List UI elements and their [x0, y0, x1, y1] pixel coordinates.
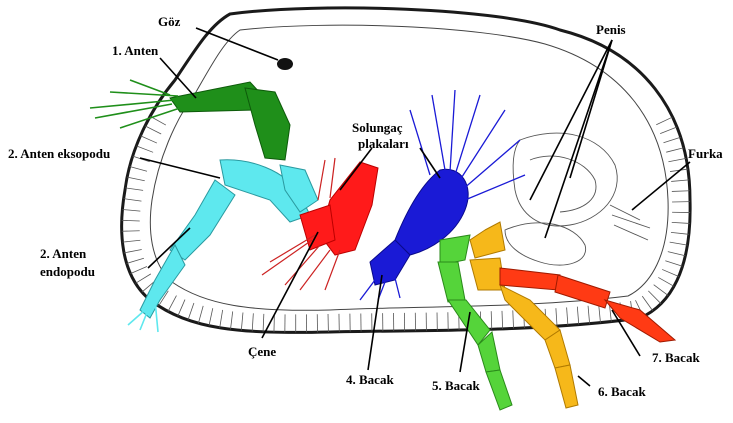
rim-seta [136, 274, 151, 283]
rim-seta [220, 310, 223, 328]
label-anten2-eksopodu: 2. Anten eksopodu [8, 146, 110, 161]
rim-seta [668, 252, 686, 256]
label-goz: Göz [158, 14, 181, 29]
rim-seta [491, 311, 492, 329]
rim-seta [124, 199, 142, 202]
eye [277, 58, 293, 70]
antenna-2 [128, 160, 318, 332]
rim-seta [136, 146, 153, 152]
label-solungac-line1: Solungaç [352, 120, 403, 135]
rim-seta [654, 285, 668, 296]
label-bacak7: 7. Bacak [652, 350, 700, 365]
rim-seta [588, 306, 590, 324]
rim-seta [502, 311, 503, 329]
rim-seta [642, 296, 652, 311]
rim-seta [178, 300, 185, 317]
rim-seta [660, 127, 677, 134]
rim-seta [198, 306, 203, 323]
label-anten1: 1. Anten [112, 43, 159, 58]
rim-seta [668, 158, 686, 161]
rim-seta [122, 240, 140, 242]
rim-seta [188, 303, 194, 320]
label-penis: Penis [596, 22, 626, 37]
rim-seta [662, 269, 679, 276]
rim-seta [145, 126, 161, 134]
rim-seta [252, 313, 253, 331]
rim-seta [130, 167, 147, 172]
rim-seta [577, 307, 578, 325]
rim-seta [230, 311, 232, 329]
label-anten2-endopodu-line1: 2. Anten [40, 246, 87, 261]
rim-seta [122, 220, 140, 221]
rim-seta [241, 313, 243, 331]
rim-seta [122, 209, 140, 211]
rim-seta [513, 310, 514, 328]
rim-seta [672, 222, 690, 223]
label-bacak4: 4. Bacak [346, 372, 394, 387]
rim-seta [127, 177, 145, 181]
label-bacak6: 6. Bacak [598, 384, 646, 399]
rim-seta [672, 191, 690, 192]
rim-seta [263, 314, 264, 332]
rim-seta [130, 266, 147, 273]
rim-seta [658, 277, 674, 286]
rim-seta [140, 136, 156, 143]
rim-seta [556, 308, 557, 326]
shell-outer [122, 8, 690, 333]
rim-seta [670, 242, 688, 245]
rim-seta [209, 308, 213, 326]
rim-seta [666, 148, 683, 152]
rim-seta [671, 232, 689, 234]
rim-seta [648, 291, 661, 304]
leg-6 [470, 222, 578, 408]
label-anten2-endopodu-line2: endopodu [40, 264, 95, 279]
rim-seta [125, 188, 143, 191]
label-cene: Çene [248, 344, 276, 359]
rim-seta [663, 137, 680, 143]
rim-seta [599, 305, 601, 323]
label-solungac-line2: plakaları [358, 136, 409, 151]
rim-seta [567, 307, 568, 325]
rim-seta [168, 296, 176, 312]
rim-seta [124, 250, 142, 253]
rim-seta [665, 261, 682, 266]
label-bacak5: 5. Bacak [432, 378, 480, 393]
rim-seta [656, 117, 672, 125]
label-furka: Furka [688, 146, 723, 161]
rim-seta [127, 258, 144, 263]
rim-seta [671, 180, 689, 182]
